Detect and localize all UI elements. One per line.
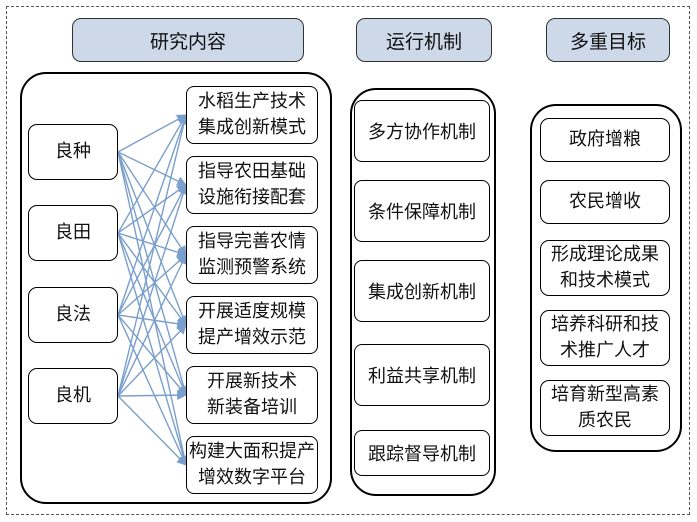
goal-5-line-1: 培育新型高素 xyxy=(551,383,659,405)
arrow-3-6 xyxy=(117,314,187,466)
mechanism-box-1: 多方协作机制 xyxy=(354,100,490,162)
content-box-4: 开展适度规模提产增效示范 xyxy=(186,296,318,354)
input-box-seed: 良种 xyxy=(28,124,118,180)
goal-4-line-2: 术推广人才 xyxy=(560,340,650,361)
arrow-2-2 xyxy=(117,184,187,234)
header-goals: 多重目标 xyxy=(546,18,670,62)
goal-box-1: 政府增粮 xyxy=(540,118,670,162)
research-panel xyxy=(20,72,332,504)
content-5-line-1: 开展新技术 xyxy=(207,370,297,392)
arrow-3-2 xyxy=(117,184,187,316)
arrow-4-4 xyxy=(117,324,187,397)
diagram-frame xyxy=(6,6,690,515)
header-mechanism: 运行机制 xyxy=(356,18,492,62)
content-box-5: 开展新技术新装备培训 xyxy=(186,366,318,424)
content-4-line-2: 提产增效示范 xyxy=(198,327,306,348)
content-5-line-2: 新装备培训 xyxy=(207,397,297,418)
mechanism-box-5: 跟踪督导机制 xyxy=(354,430,490,476)
input-box-field: 良田 xyxy=(28,205,118,261)
arrow-4-1 xyxy=(117,114,189,397)
arrow-1-3 xyxy=(117,151,187,256)
input-box-machine: 良机 xyxy=(28,368,118,424)
goal-box-4: 培养科研和技术推广人才 xyxy=(540,310,670,366)
header-research: 研究内容 xyxy=(72,18,304,62)
goal-4-line-1: 培养科研和技 xyxy=(551,313,659,335)
content-2-line-1: 指导农田基础 xyxy=(198,160,306,182)
content-4-line-1: 开展适度规模 xyxy=(198,300,306,322)
content-3-line-2: 监测预警系统 xyxy=(198,257,306,278)
arrow-4-6 xyxy=(117,395,187,466)
goal-5-line-2: 质农民 xyxy=(578,410,632,431)
arrow-2-5 xyxy=(117,232,188,396)
arrow-1-4 xyxy=(117,151,188,326)
arrow-1-6 xyxy=(117,151,189,466)
content-2-line-2: 设施衔接配套 xyxy=(198,187,306,208)
mechanism-box-2: 条件保障机制 xyxy=(354,180,490,242)
content-1-line-1: 水稻生产技术 xyxy=(198,90,306,112)
arrow-2-4 xyxy=(117,232,187,326)
goal-box-5: 培育新型高素质农民 xyxy=(540,380,670,436)
arrow-3-3 xyxy=(117,254,187,316)
goal-box-2: 农民增收 xyxy=(540,180,670,224)
arrow-1-1 xyxy=(117,114,187,153)
content-6-line-1: 构建大面积提产 xyxy=(189,440,315,462)
content-box-3: 指导完善农情监测预警系统 xyxy=(186,226,318,284)
arrow-1-2 xyxy=(117,151,187,186)
arrow-4-3 xyxy=(117,254,187,397)
content-box-2: 指导农田基础设施衔接配套 xyxy=(186,156,318,214)
mechanism-box-4: 利益共享机制 xyxy=(354,344,490,406)
arrow-2-1 xyxy=(117,114,187,234)
arrow-1-5 xyxy=(117,151,189,396)
goals-panel xyxy=(530,104,682,452)
goal-box-3: 形成理论成果和技术模式 xyxy=(540,240,670,296)
arrow-4-5 xyxy=(117,390,187,401)
goal-3-line-1: 形成理论成果 xyxy=(551,243,659,265)
arrow-4-2 xyxy=(117,184,188,397)
mechanism-panel xyxy=(350,88,496,496)
content-6-line-2: 增效数字平台 xyxy=(198,467,306,488)
arrow-3-1 xyxy=(117,114,188,316)
content-3-line-1: 指导完善农情 xyxy=(198,230,306,252)
arrow-2-6 xyxy=(117,232,189,466)
mechanism-box-3: 集成创新机制 xyxy=(354,260,490,322)
content-box-1: 水稻生产技术集成创新模式 xyxy=(186,86,318,144)
goal-3-line-2: 和技术模式 xyxy=(560,270,650,291)
input-box-method: 良法 xyxy=(28,287,118,343)
arrow-3-4 xyxy=(117,314,187,329)
content-1-line-2: 集成创新模式 xyxy=(198,117,306,138)
content-box-6: 构建大面积提产增效数字平台 xyxy=(186,436,318,494)
arrow-2-3 xyxy=(117,232,187,257)
arrow-3-5 xyxy=(117,314,187,396)
